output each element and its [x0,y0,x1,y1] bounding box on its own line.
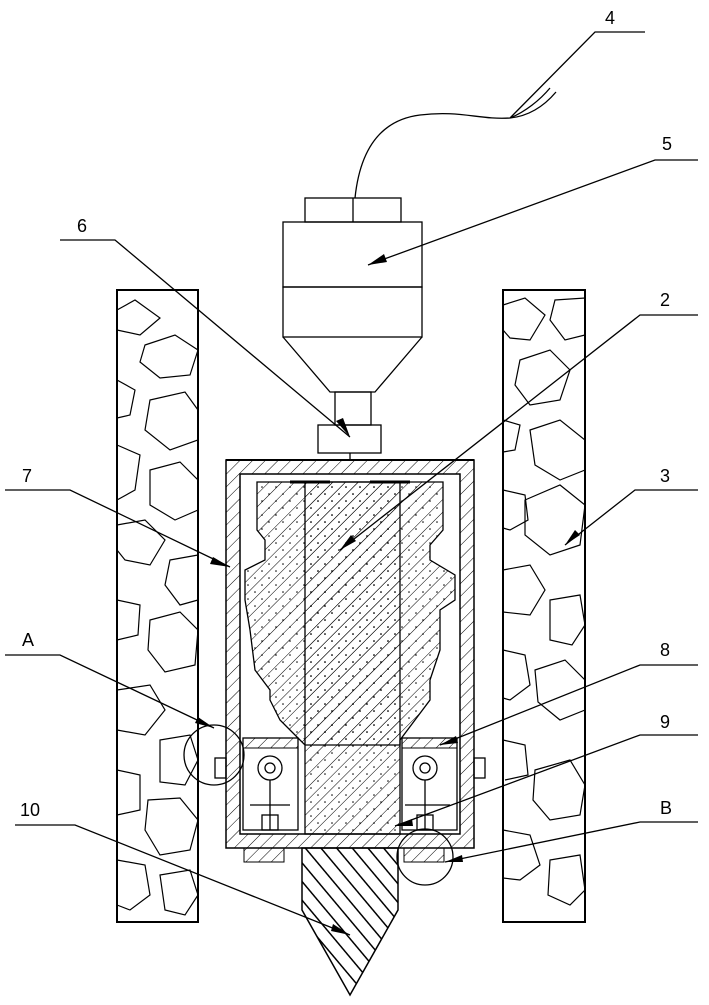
detail-circle-a [183,724,245,786]
label-8: 8 [660,640,670,660]
coupling [317,424,382,454]
arrowheads [195,254,580,935]
label-2: 2 [660,290,670,310]
label-9: 9 [660,712,670,732]
cable-second-strand [509,87,551,119]
leader-lines [5,31,698,936]
drill-bit [301,847,399,997]
label-4: 4 [605,8,615,28]
outer-housing [225,459,475,849]
right-bearing-block [401,737,458,831]
inner-body [244,480,456,835]
label-3: 3 [660,466,670,486]
cable [354,91,557,199]
side-clamps [214,757,486,779]
label-b: B [660,798,672,818]
label-5: 5 [662,134,672,154]
label-a: A [22,630,34,650]
label-7: 7 [22,466,32,486]
bottom-feet [243,847,445,863]
motor [282,197,423,426]
left-rock-wall [116,289,199,923]
left-bearing-block [242,737,299,831]
label-6: 6 [77,216,87,236]
label-10: 10 [20,800,40,820]
detail-circle-b [396,828,454,886]
right-rock-wall [502,289,586,923]
